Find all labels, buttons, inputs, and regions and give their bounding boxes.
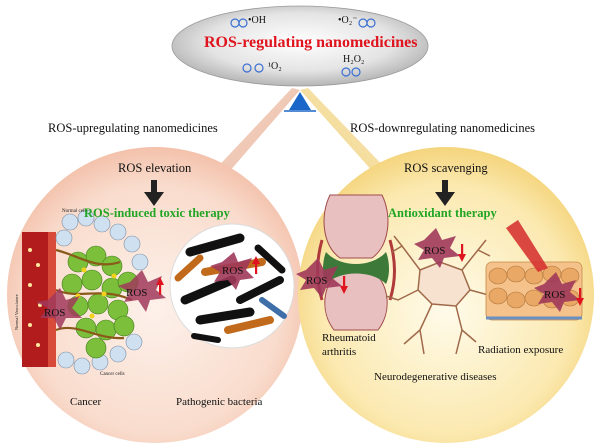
ros-burst-radiation bbox=[534, 272, 580, 312]
singlet-oxygen-label: ¹O₂ bbox=[268, 61, 282, 72]
right-connector-beam bbox=[300, 88, 395, 182]
left-down-arrow-icon bbox=[144, 180, 164, 206]
rheumatoid-arthritis-label-line1: Rheumatoid bbox=[322, 332, 376, 344]
down-arrow-red-icon bbox=[576, 288, 584, 306]
down-arrow-red-icon bbox=[340, 276, 348, 294]
ros-burst-neuron bbox=[414, 228, 460, 268]
ros-tag-joint: ROS bbox=[306, 275, 327, 287]
right-step-label: ROS scavenging bbox=[404, 161, 488, 175]
rheumatoid-joint-illustration bbox=[316, 194, 396, 331]
ros-tag-radiation: ROS bbox=[544, 289, 565, 301]
balance-pivot-icon bbox=[289, 92, 311, 110]
cancer-label: Cancer bbox=[70, 396, 102, 408]
right-branch-label: ROS-downregulating nanomedicines bbox=[350, 121, 536, 135]
peroxide-label: H₂O₂ bbox=[343, 54, 365, 65]
cancer-cells-label: Cancer cells bbox=[100, 372, 125, 377]
left-step-label: ROS elevation bbox=[118, 161, 192, 175]
normal-cells-label: Normal cells bbox=[62, 209, 88, 214]
superoxide-label: •O₂⁻ bbox=[338, 15, 358, 26]
vasculature-label: Normal Vasculature bbox=[14, 294, 19, 330]
singlet-oxygen-molecule-icon bbox=[242, 63, 264, 73]
ros-tag-neuron: ROS bbox=[424, 245, 445, 257]
ros-burst-cancer-tissue bbox=[36, 288, 82, 330]
neurodegenerative-label: Neurodegenerative diseases bbox=[374, 371, 497, 383]
left-branch-label: ROS-upregulating nanomedicines bbox=[48, 121, 218, 135]
hydroxyl-label: •OH bbox=[248, 15, 266, 26]
rheumatoid-arthritis-label-line2: arthritis bbox=[322, 346, 357, 358]
peroxide-molecule-icon bbox=[341, 67, 361, 77]
ros-tag-cancer-tissue: ROS bbox=[44, 307, 65, 319]
pathogenic-bacteria-label: Pathogenic bacteria bbox=[176, 396, 263, 408]
right-down-arrow-icon bbox=[435, 180, 455, 206]
ros-burst-middle-left bbox=[118, 270, 166, 312]
radiation-exposure-label: Radiation exposure bbox=[478, 344, 564, 356]
left-therapy-label: ROS-induced toxic therapy bbox=[84, 206, 230, 220]
page-title: ROS-regulating nanomedicines bbox=[204, 34, 418, 51]
neuron-illustration bbox=[385, 235, 507, 355]
top-ellipse bbox=[171, 5, 429, 87]
ros-tag-bacteria: ROS bbox=[222, 265, 243, 277]
right-therapy-label: Antioxidant therapy bbox=[388, 206, 497, 220]
up-arrow-icon bbox=[156, 277, 164, 295]
left-connector-beam bbox=[210, 88, 300, 180]
radiation-beam-icon bbox=[506, 220, 548, 272]
down-arrow-red-icon bbox=[458, 244, 466, 262]
ros-burst-joint bbox=[296, 258, 342, 298]
up-arrow-icon bbox=[252, 256, 260, 274]
ros-tag-middle-left: ROS bbox=[126, 287, 147, 299]
superoxide-molecule-icon bbox=[358, 18, 376, 28]
ros-burst-bacteria bbox=[210, 252, 254, 290]
hydroxyl-molecule-icon bbox=[230, 18, 248, 28]
